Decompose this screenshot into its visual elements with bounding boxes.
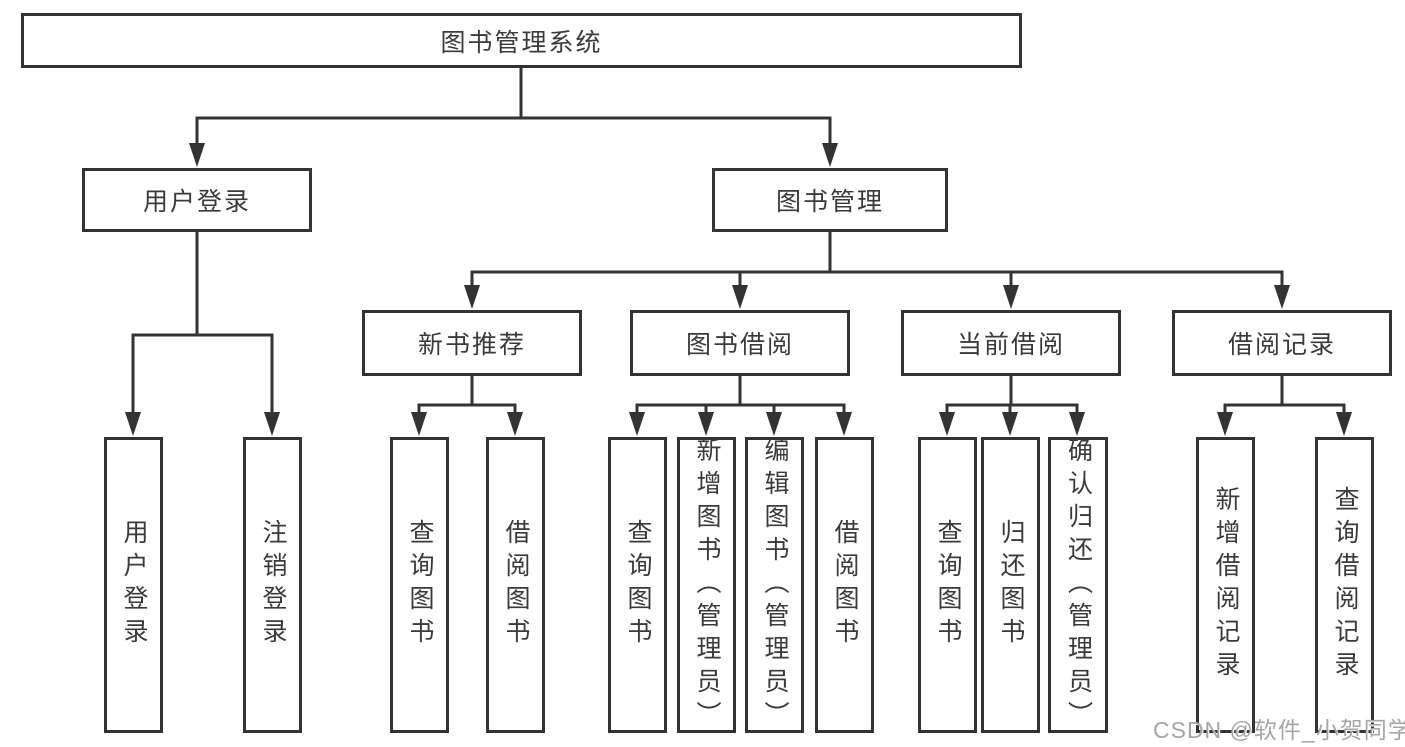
leaf-query-books-recommend: 查询图书 — [390, 437, 449, 733]
leaf-query-books-recommend-label: 查询图书 — [406, 519, 434, 651]
leaf-add-borrow-record-label: 新增借阅记录 — [1212, 486, 1240, 684]
leaf-query-books-borrow-label: 查询图书 — [624, 519, 652, 651]
leaf-borrow-books-recommend: 借阅图书 — [486, 437, 545, 733]
leaf-borrow-books-label: 借阅图书 — [831, 519, 859, 651]
leaf-return-book: 归还图书 — [981, 437, 1040, 733]
leaf-add-book-admin: 新增图书（管理员） — [677, 436, 736, 734]
leaf-confirm-return-admin-label: 确认归还（管理员） — [1064, 436, 1093, 734]
node-new-book-recommend-label: 新书推荐 — [417, 331, 526, 359]
leaf-add-borrow-record: 新增借阅记录 — [1196, 437, 1255, 733]
leaf-borrow-books: 借阅图书 — [815, 437, 874, 733]
node-current-borrow: 当前借阅 — [901, 310, 1121, 376]
node-borrow-records-label: 借阅记录 — [1227, 331, 1336, 359]
node-user-login: 用户登录 — [82, 168, 312, 232]
node-book-borrow-label: 图书借阅 — [685, 331, 794, 359]
node-new-book-recommend: 新书推荐 — [362, 310, 582, 376]
node-current-borrow-label: 当前借阅 — [956, 331, 1065, 359]
leaf-query-borrow-record-label: 查询借阅记录 — [1331, 486, 1359, 684]
leaf-query-borrow-record: 查询借阅记录 — [1315, 437, 1374, 733]
leaf-edit-book-admin-label: 编辑图书（管理员） — [761, 436, 789, 734]
leaf-user-login-label: 用户登录 — [120, 519, 148, 651]
node-book-management: 图书管理 — [712, 168, 948, 232]
leaf-borrow-books-recommend-label: 借阅图书 — [502, 519, 530, 651]
leaf-query-books-current: 查询图书 — [918, 437, 977, 733]
leaf-add-book-admin-label: 新增图书（管理员） — [693, 436, 721, 734]
leaf-confirm-return-admin: 确认归还（管理员） — [1048, 436, 1108, 734]
node-borrow-records: 借阅记录 — [1172, 310, 1392, 376]
leaf-user-login: 用户登录 — [104, 437, 163, 733]
node-root: 图书管理系统 — [21, 13, 1022, 68]
leaf-return-book-label: 归还图书 — [997, 519, 1025, 651]
node-book-management-label: 图书管理 — [775, 188, 884, 216]
leaf-query-books-borrow: 查询图书 — [608, 437, 667, 733]
leaf-logout-label: 注销登录 — [259, 519, 287, 651]
leaf-edit-book-admin: 编辑图书（管理员） — [745, 436, 804, 734]
node-root-label: 图书管理系统 — [440, 28, 603, 57]
watermark: CSDN @软件_小贺同学 — [1153, 717, 1405, 743]
leaf-query-books-current-label: 查询图书 — [934, 519, 962, 651]
node-book-borrow: 图书借阅 — [630, 310, 850, 376]
leaf-logout: 注销登录 — [243, 437, 302, 733]
node-user-login-label: 用户登录 — [142, 188, 251, 216]
